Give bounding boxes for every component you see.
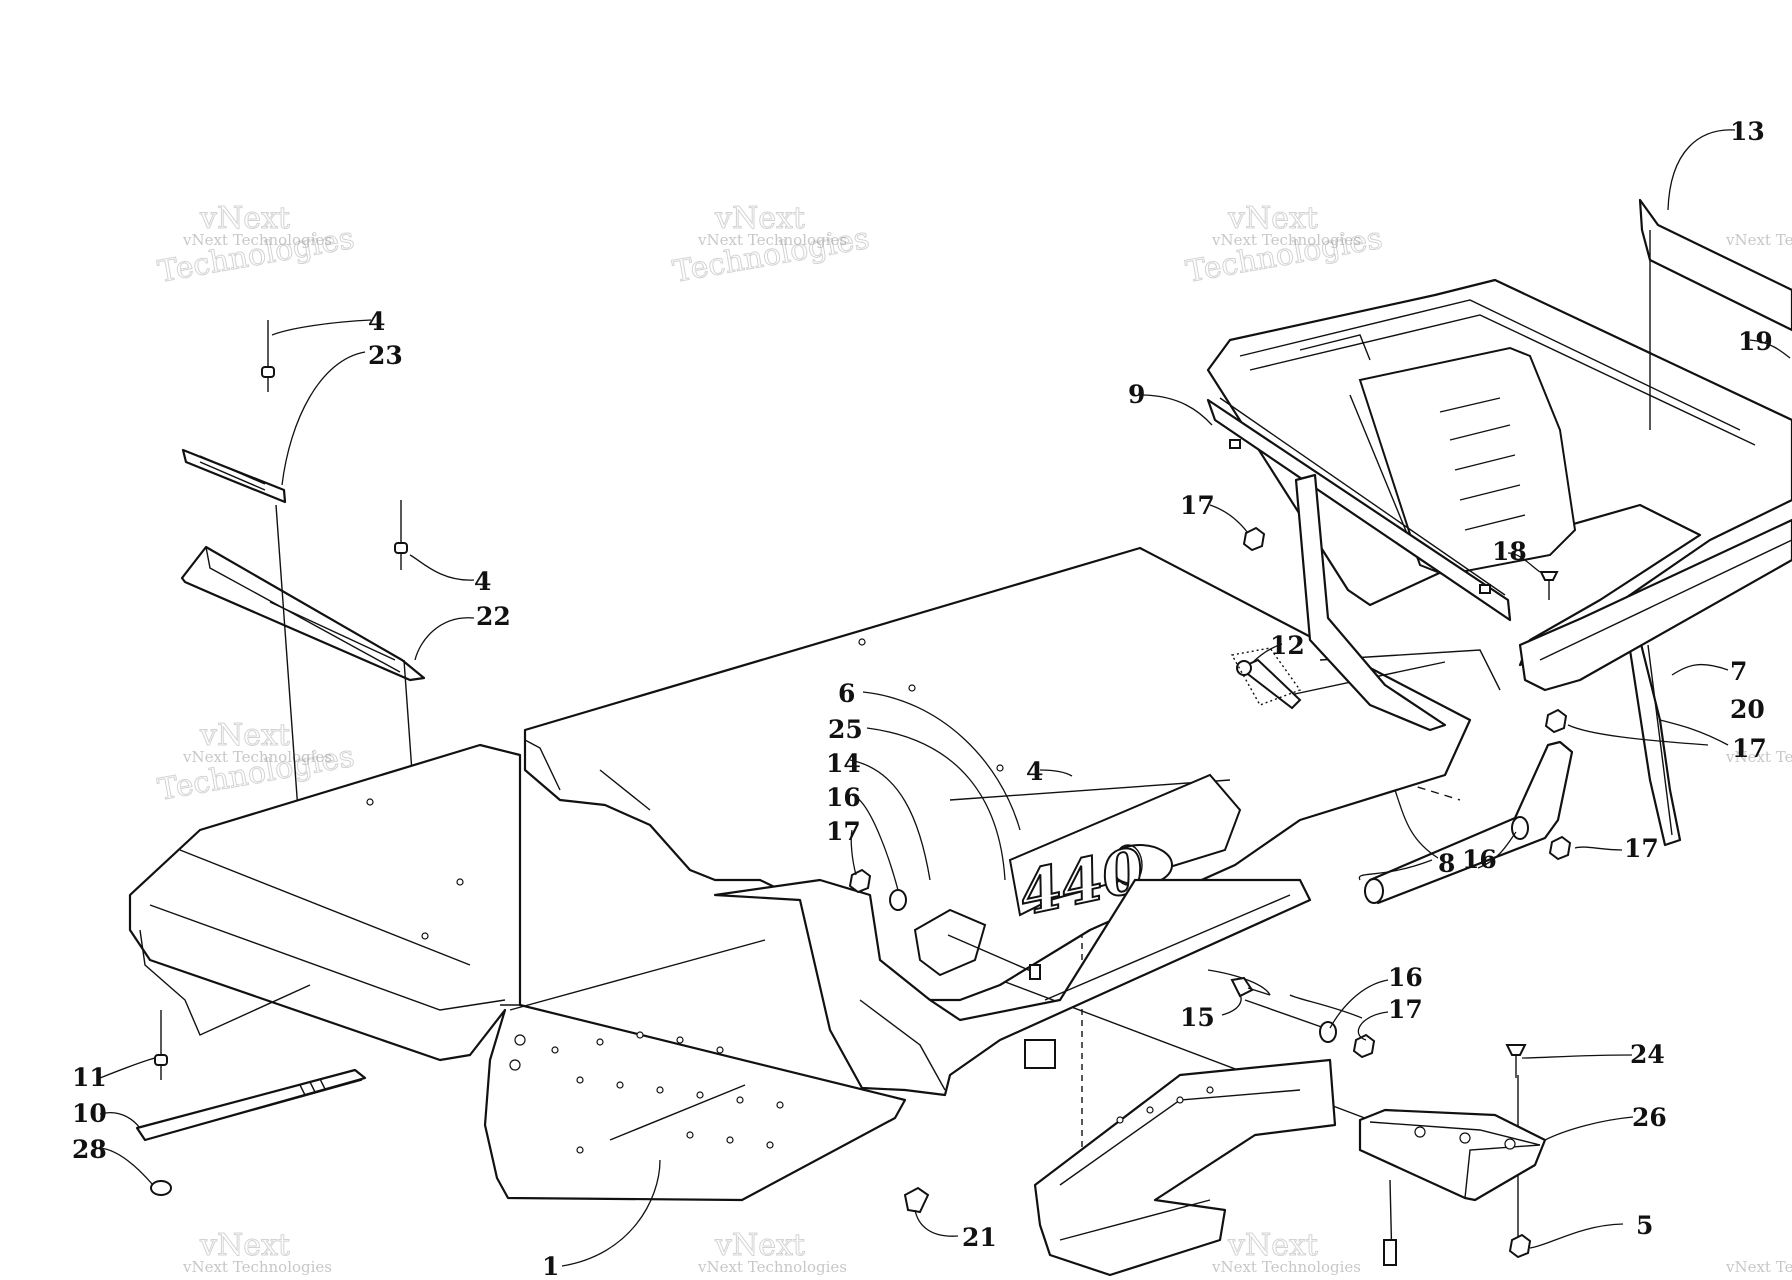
part-step-bracket	[1358, 1108, 1547, 1202]
watermark: vNext Technologies	[1725, 748, 1792, 766]
svg-text:vNext Technologies: vNext Technologies	[1211, 231, 1361, 249]
svg-text:vNext: vNext	[1227, 201, 1318, 236]
part-rear-rod	[1364, 740, 1574, 905]
rivet-pin	[261, 320, 275, 392]
callout-labels: 4 23 4 22 9 17 13 19 12 18 7 20 17 8 17 …	[72, 117, 1773, 1280]
part-mount-bracket	[913, 908, 1041, 980]
callout-17: 17	[1732, 734, 1767, 763]
callout-21: 21	[962, 1223, 997, 1252]
svg-text:vNext Technologies: vNext Technologies	[697, 1258, 847, 1276]
callout-9: 9	[1128, 380, 1145, 409]
watermark: vNext vNext Technologies	[182, 1228, 332, 1277]
callout-4: 4	[474, 567, 491, 596]
washer-16	[889, 889, 907, 911]
svg-text:vNext Technologies: vNext Technologies	[1211, 1258, 1361, 1276]
svg-text:vNext Technologies: vNext Technologies	[697, 231, 847, 249]
callout-16: 16	[826, 783, 861, 812]
callout-7: 7	[1730, 657, 1747, 686]
callout-19: 19	[1738, 327, 1773, 356]
watermark: vNext Technologies	[1725, 231, 1792, 249]
callout-17: 17	[1388, 995, 1423, 1024]
nut-17	[848, 868, 872, 894]
callout-14: 14	[826, 749, 861, 778]
nut-17	[1352, 1033, 1376, 1059]
svg-text:vNext: vNext	[714, 1228, 805, 1263]
svg-text:vNext: vNext	[714, 201, 805, 236]
callout-16: 16	[1462, 845, 1497, 874]
screw-bottom	[1383, 1239, 1397, 1266]
bolt-15	[1230, 976, 1271, 998]
svg-text:vNext: vNext	[199, 1228, 290, 1263]
watermark: vNext Technologies vNext Technologies	[1183, 201, 1386, 291]
rivet-pin	[154, 1010, 168, 1080]
svg-text:vNext Technologies: vNext Technologies	[182, 748, 332, 766]
part-tunnel-center: 440	[523, 546, 1472, 1002]
part-rear-flap	[1638, 198, 1792, 430]
callout-17: 17	[1624, 834, 1659, 863]
screw-24	[1505, 1044, 1527, 1078]
watermark: vNext Technologies vNext Technologies	[155, 201, 358, 291]
callout-16: 16	[1388, 963, 1423, 992]
callout-18: 18	[1492, 537, 1527, 566]
callout-8: 8	[1438, 849, 1455, 878]
callout-17: 17	[826, 817, 861, 846]
svg-text:vNext Technologies: vNext Technologies	[1725, 748, 1792, 766]
callout-11: 11	[72, 1063, 107, 1092]
callout-20: 20	[1730, 695, 1765, 724]
part-frame-rail	[1206, 397, 1512, 622]
leader-lines	[99, 129, 1791, 1267]
watermark: vNext Technologies vNext Technologies	[670, 201, 873, 291]
washer-16	[1511, 816, 1529, 840]
callout-6: 6	[838, 679, 855, 708]
callout-15: 15	[1180, 1003, 1215, 1032]
callout-4: 4	[368, 307, 385, 336]
part-chassis-left	[128, 743, 907, 1202]
callout-24: 24	[1630, 1040, 1665, 1069]
watermark: vNext vNext Technologies	[697, 1228, 847, 1277]
part-bracket-small	[181, 448, 287, 504]
callout-22: 22	[476, 602, 511, 631]
screw-18	[1539, 571, 1559, 600]
part-frame-leg	[1294, 473, 1682, 847]
rivet-pin	[394, 500, 408, 570]
nut-5	[1508, 1233, 1532, 1259]
callout-13: 13	[1730, 117, 1765, 146]
callout-26: 26	[1632, 1103, 1667, 1132]
callout-5: 5	[1636, 1211, 1653, 1240]
nut-17	[1548, 835, 1572, 861]
callout-1: 1	[542, 1252, 559, 1280]
watermark: vNext vNext Technologies	[1211, 1228, 1361, 1277]
callout-28: 28	[72, 1135, 107, 1164]
nut-17	[1544, 708, 1568, 734]
callout-12: 12	[1270, 631, 1305, 660]
part-angle-rail	[180, 545, 426, 682]
svg-text:vNext: vNext	[199, 718, 290, 753]
part-rear-frame	[1206, 278, 1792, 667]
rivet-holes	[366, 638, 1214, 1154]
part-bumper-cap	[1518, 518, 1792, 692]
callout-10: 10	[72, 1099, 107, 1128]
callout-25: 25	[828, 715, 863, 744]
part-tunnel-floor	[713, 878, 1312, 1097]
callout-17: 17	[1180, 491, 1215, 520]
svg-text:vNext: vNext	[1227, 1228, 1318, 1263]
part-footrest-plate	[135, 1068, 367, 1142]
svg-text:vNext Technologies: vNext Technologies	[1725, 1258, 1792, 1276]
callout-4: 4	[1026, 757, 1043, 786]
watermark: vNext Technologies	[1725, 1258, 1792, 1276]
svg-text:vNext Technologies: vNext Technologies	[1725, 231, 1792, 249]
svg-text:vNext Technologies: vNext Technologies	[182, 231, 332, 249]
washer-28	[150, 1180, 172, 1196]
nut-17	[1242, 526, 1266, 552]
callout-23: 23	[368, 341, 403, 370]
svg-text:vNext: vNext	[199, 201, 290, 236]
washer-16	[1319, 1021, 1337, 1043]
svg-text:vNext Technologies: vNext Technologies	[182, 1258, 332, 1276]
cap-21	[903, 1186, 930, 1214]
